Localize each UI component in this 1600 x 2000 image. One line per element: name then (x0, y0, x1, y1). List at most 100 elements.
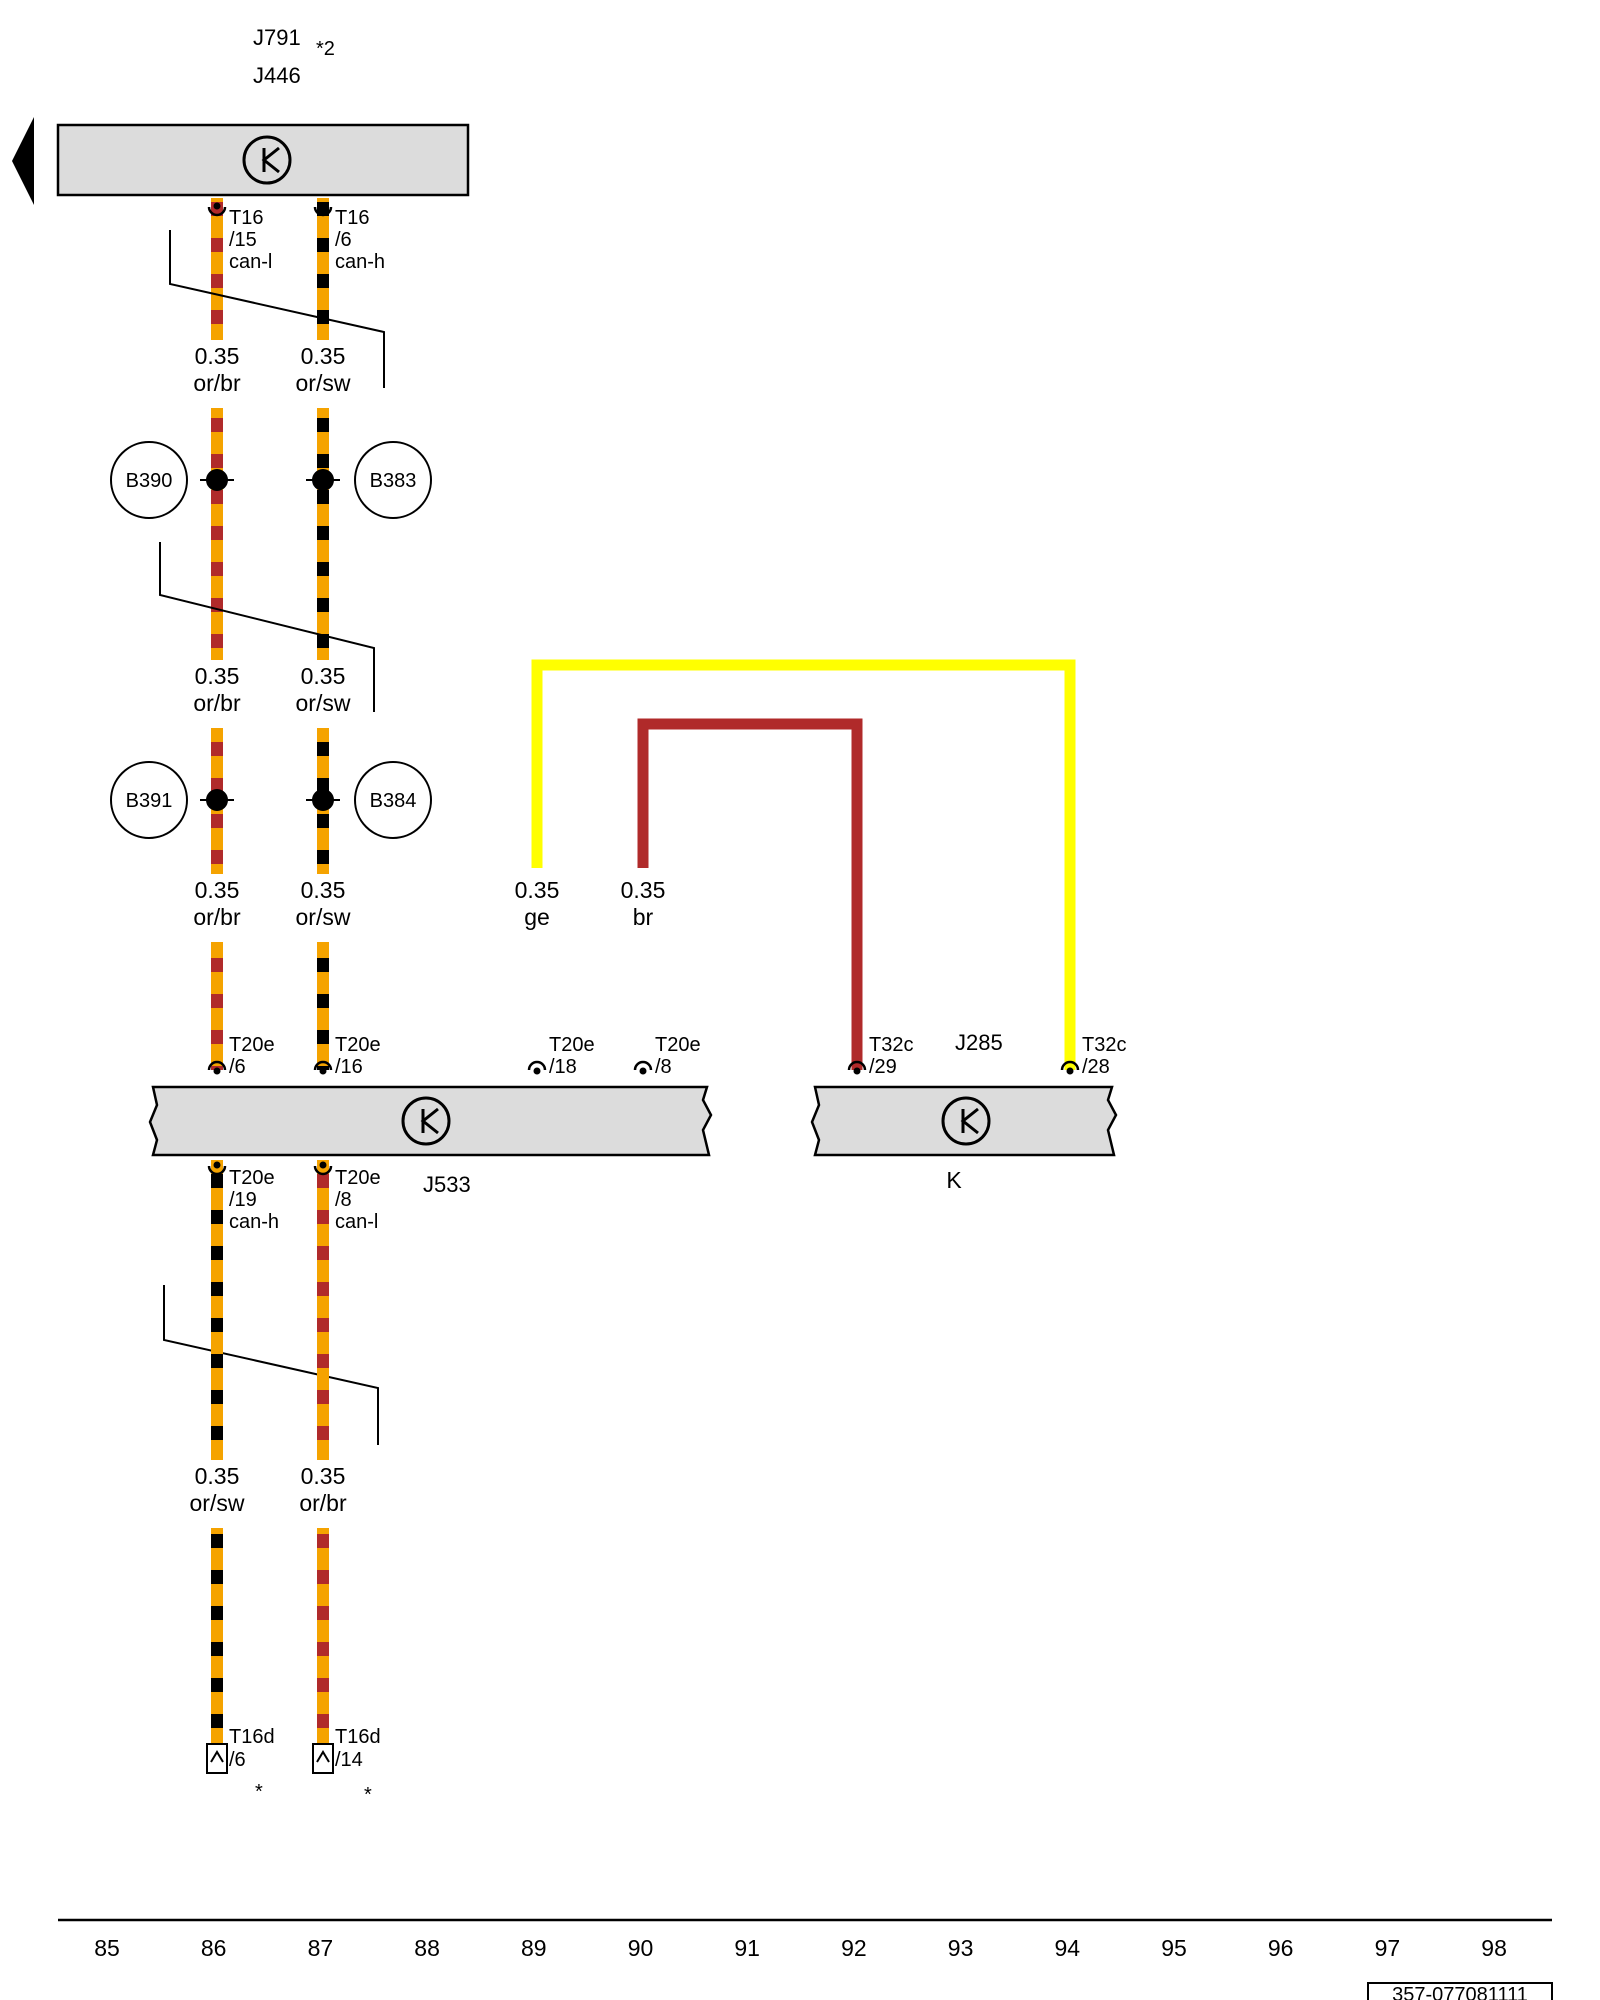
svg-text:/19: /19 (229, 1189, 257, 1211)
column-number: 87 (308, 1935, 334, 1961)
wire-size: 0.35 (515, 877, 560, 903)
splice-label-b383: B383 (370, 470, 417, 492)
wire-color-code: or/sw (296, 690, 351, 716)
wire-br-upper (637, 718, 863, 1070)
component-id-j285: J285 (955, 1030, 1003, 1055)
wire-color-code: or/br (299, 1490, 347, 1516)
svg-text:can-l: can-l (335, 1211, 378, 1233)
svg-text:/18: /18 (549, 1056, 577, 1078)
svg-text:T16d: T16d (335, 1726, 381, 1748)
connector-label-t16-6: T16 /6 can-h (335, 207, 385, 273)
svg-text:T20e: T20e (549, 1034, 595, 1056)
svg-text:/6: /6 (229, 1749, 246, 1771)
connector-label-t16-15: T16 /15 can-l (229, 207, 272, 273)
svg-text:T16: T16 (335, 207, 369, 229)
wire-size: 0.35 (301, 663, 346, 689)
lower-can-wires (211, 1160, 329, 1744)
diagram-code-box (1367, 1982, 1553, 2000)
svg-text:T20e: T20e (229, 1167, 275, 1189)
component-id-j533: J533 (423, 1172, 471, 1197)
wire-color-code: br (633, 904, 654, 930)
connector-label-t20e-8: T20e /8 (655, 1034, 701, 1078)
wire-size: 0.35 (195, 663, 240, 689)
ground-symbol-icon (401, 1096, 451, 1146)
wire-color-code: or/br (193, 370, 241, 396)
wire-labels: 0.35 or/br 0.35 or/sw 0.35 or/br 0.35 or… (190, 343, 666, 1516)
footnote-mark: * (255, 1781, 263, 1803)
svg-text:T32c: T32c (869, 1034, 913, 1056)
svg-text:/29: /29 (869, 1056, 897, 1078)
wire-color-code: or/sw (190, 1490, 245, 1516)
wire-size: 0.35 (195, 877, 240, 903)
wire-segment (317, 198, 329, 341)
splice-nodes (110, 441, 432, 839)
svg-text:can-h: can-h (229, 1211, 279, 1233)
svg-text:can-l: can-l (229, 251, 272, 273)
svg-text:T16d: T16d (229, 1726, 275, 1748)
connector-label-t20e-18: T20e /18 (549, 1034, 595, 1078)
wire-segment (317, 1160, 329, 1460)
wire-segment (211, 1160, 223, 1460)
terminal-t16d-14-icon (312, 1743, 334, 1774)
svg-text:T20e: T20e (655, 1034, 701, 1056)
column-number: 96 (1268, 1935, 1294, 1961)
component-label-k: K (946, 1167, 962, 1193)
column-number: 92 (841, 1935, 867, 1961)
wire-size: 0.35 (301, 1463, 346, 1489)
wire-ge-upper (531, 659, 1076, 1070)
svg-text:T16: T16 (229, 207, 263, 229)
svg-text:/6: /6 (335, 229, 352, 251)
wire-segment (211, 408, 223, 660)
svg-text:/6: /6 (229, 1056, 246, 1078)
component-id-j791: J791 (253, 25, 301, 50)
svg-text:/16: /16 (335, 1056, 363, 1078)
column-number: 97 (1375, 1935, 1401, 1961)
wire-segment (317, 1528, 329, 1744)
connector-label-t20e-6: T20e /6 (229, 1034, 275, 1078)
wire-size: 0.35 (301, 877, 346, 903)
svg-text:T20e: T20e (229, 1034, 275, 1056)
wire-segment (211, 198, 223, 341)
svg-text:/8: /8 (335, 1189, 352, 1211)
svg-text:/15: /15 (229, 229, 257, 251)
column-number: 89 (521, 1935, 547, 1961)
svg-text:/8: /8 (655, 1056, 672, 1078)
svg-text:T32c: T32c (1082, 1034, 1126, 1056)
wire-size: 0.35 (195, 343, 240, 369)
top-module-note: *2 (316, 38, 335, 60)
svg-text:/28: /28 (1082, 1056, 1110, 1078)
connector-label-t16d-14: T16d /14 (335, 1726, 381, 1771)
column-number: 93 (948, 1935, 974, 1961)
connector-label-t16d-6: T16d /6 (229, 1726, 275, 1771)
svg-text:can-h: can-h (335, 251, 385, 273)
connector-label-t32c-29: T32c /29 (869, 1034, 913, 1078)
wire-segment (211, 942, 223, 1070)
connector-label-t20e-19: T20e /19 can-h (229, 1167, 279, 1233)
footnote-mark: * (364, 1784, 372, 1806)
twisted-pair-bracket (159, 542, 375, 712)
wire-segment (317, 942, 329, 1070)
wire-size: 0.35 (195, 1463, 240, 1489)
wire-segment (211, 1528, 223, 1744)
pin-t20e-18 (527, 1060, 547, 1076)
connector-label-t20e-8-lower: T20e /8 can-l (335, 1167, 381, 1233)
splice-label-b391: B391 (126, 790, 173, 812)
twisted-pair-bracket (163, 1285, 379, 1445)
wire-color-code: or/br (193, 904, 241, 930)
wire-color-code: ge (524, 904, 550, 930)
pin-t20e-8 (633, 1060, 653, 1076)
ground-symbol-icon (941, 1096, 991, 1146)
svg-text:T20e: T20e (335, 1034, 381, 1056)
wire-size: 0.35 (621, 877, 666, 903)
column-number: 90 (628, 1935, 654, 1961)
column-number: 98 (1481, 1935, 1507, 1961)
column-number: 91 (734, 1935, 760, 1961)
column-number: 94 (1055, 1935, 1081, 1961)
svg-text:/14: /14 (335, 1749, 363, 1771)
column-number: 86 (201, 1935, 227, 1961)
wire-segment (317, 408, 329, 660)
svg-text:T20e: T20e (335, 1167, 381, 1189)
splice-label-b384: B384 (370, 790, 417, 812)
wire-size: 0.35 (301, 343, 346, 369)
